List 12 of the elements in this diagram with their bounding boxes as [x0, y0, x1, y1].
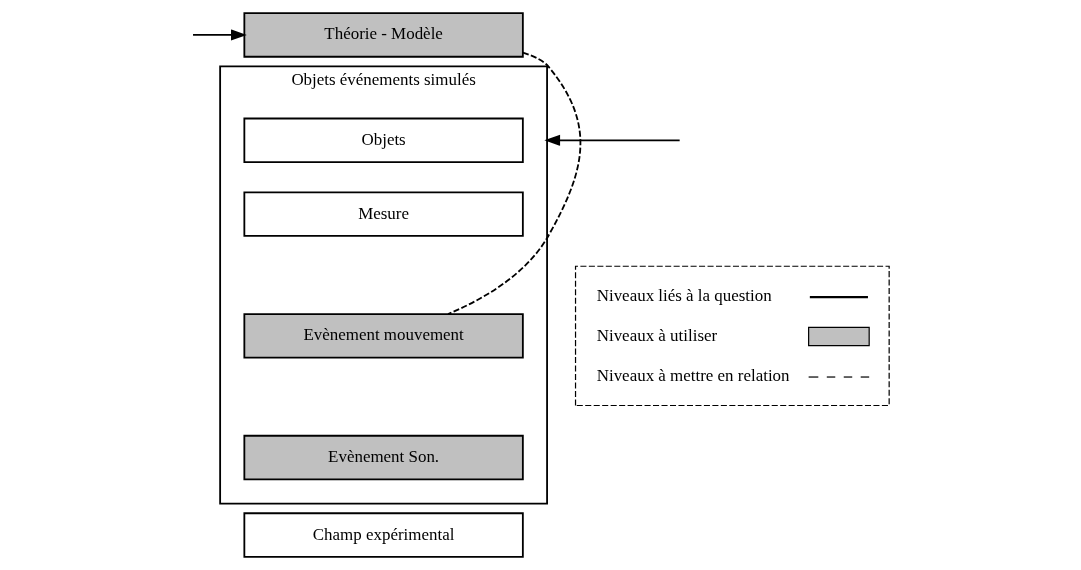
legend-label: Niveaux à mettre en relation — [596, 365, 790, 385]
legend-label: Niveaux à utiliser — [596, 325, 718, 345]
arrow — [544, 134, 681, 146]
legend-label: Niveaux liés à la question — [596, 285, 772, 305]
node-box: Champ expérimental — [243, 512, 524, 558]
node-box: Mesure — [243, 191, 524, 237]
connector — [447, 51, 582, 315]
arrow — [192, 29, 247, 41]
node-box: Evènement mouvement — [243, 313, 524, 359]
node-box: Objets — [243, 117, 524, 163]
node-box: Evènement Son. — [243, 434, 524, 481]
node-box: Théorie - Modèle — [243, 12, 524, 58]
